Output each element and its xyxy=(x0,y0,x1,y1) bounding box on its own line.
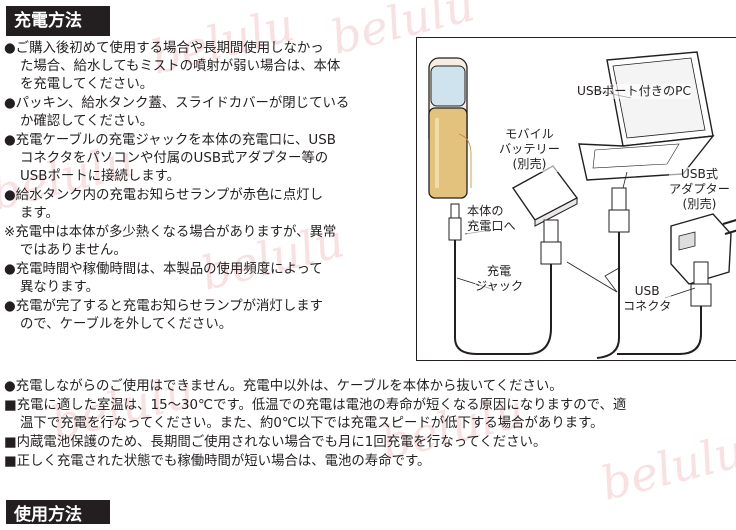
charging-illustration xyxy=(428,51,736,359)
label-charging-jack: 充電 ジャック xyxy=(475,264,524,294)
instruction-line: ます。 xyxy=(20,206,59,221)
usb-adapter-illustration xyxy=(670,213,736,285)
instruction-line: コネクタをパソコンや付属のUSB式アダプター等の xyxy=(20,151,329,166)
laptop-illustration xyxy=(578,51,715,181)
instruction-line: ●パッキン、給水タンク蓋、スライドカバーが閉じている xyxy=(4,96,350,111)
section-title-usage: 使用方法 xyxy=(6,500,110,525)
instruction-line: ●ご購入後初めて使用する場合や長期間使用しなかっ xyxy=(4,41,324,56)
section-title-charging: 充電方法 xyxy=(6,6,110,36)
usb-plug-illustration xyxy=(448,187,712,307)
instruction-line: ●充電時間や稼働時間は、本製品の使用頻度によって xyxy=(4,262,323,277)
watermark: belulu xyxy=(595,423,736,511)
instruction-line: ので、ケーブルを外してください。 xyxy=(20,317,233,332)
instruction-line: ●充電ケーブルの充電ジャックを本体の充電口に、USB xyxy=(4,133,336,148)
instruction-line: ●充電が完了すると充電お知らせランプが消灯します xyxy=(4,299,323,314)
instruction-line: ■正しく充電された状態でも稼働時間が短い場合は、電池の寿命です。 xyxy=(4,454,431,469)
instruction-line: 異なります。 xyxy=(20,280,100,295)
mist-device-illustration xyxy=(428,57,472,199)
charging-diagram: USBポート付きのPC モバイル バッテリー (別売) USB式 アダプター (… xyxy=(416,37,736,361)
instruction-line: 温下で充電を行なってください。また、約0℃以下では充電スピードが低下する場合があ… xyxy=(20,416,604,431)
instruction-line: USBポートに接続します。 xyxy=(20,169,181,184)
instruction-line: ■内蔵電池保護のため、長期間ご使用されない場合でも月に1回充電を行なってください… xyxy=(4,435,547,450)
instruction-line: ●給水タンク内の充電お知らせランプが赤色に点灯し xyxy=(4,188,323,203)
instruction-line: ではありません。 xyxy=(20,243,127,258)
cable-illustration xyxy=(454,232,702,359)
label-pc: USBポート付きのPC xyxy=(577,84,692,99)
label-usb-adapter: USB式 アダプター (別売) xyxy=(669,167,730,212)
instruction-line: を充電してください。 xyxy=(20,77,154,92)
instruction-line: ※充電中は本体が多少熱くなる場合がありますが、異常 xyxy=(4,225,337,240)
label-usb-connector: USB コネクタ xyxy=(623,284,672,314)
instruction-line: ■充電に適した室温は、15〜30℃です。低温での充電は電池の寿命が短くなる原因に… xyxy=(4,398,627,413)
label-charging-port: 本体の 充電口へ xyxy=(467,204,516,234)
instruction-line: ●充電しながらのご使用はできません。充電中以外は、ケーブルを本体から抜いてくださ… xyxy=(4,379,563,394)
instruction-line: か確認してください。 xyxy=(20,114,154,129)
instruction-line: た場合、給水してもミストの噴射が弱い場合は、本体 xyxy=(20,59,341,74)
label-mobile-battery: モバイル バッテリー (別売) xyxy=(499,127,560,172)
mobile-battery-illustration xyxy=(511,165,579,227)
